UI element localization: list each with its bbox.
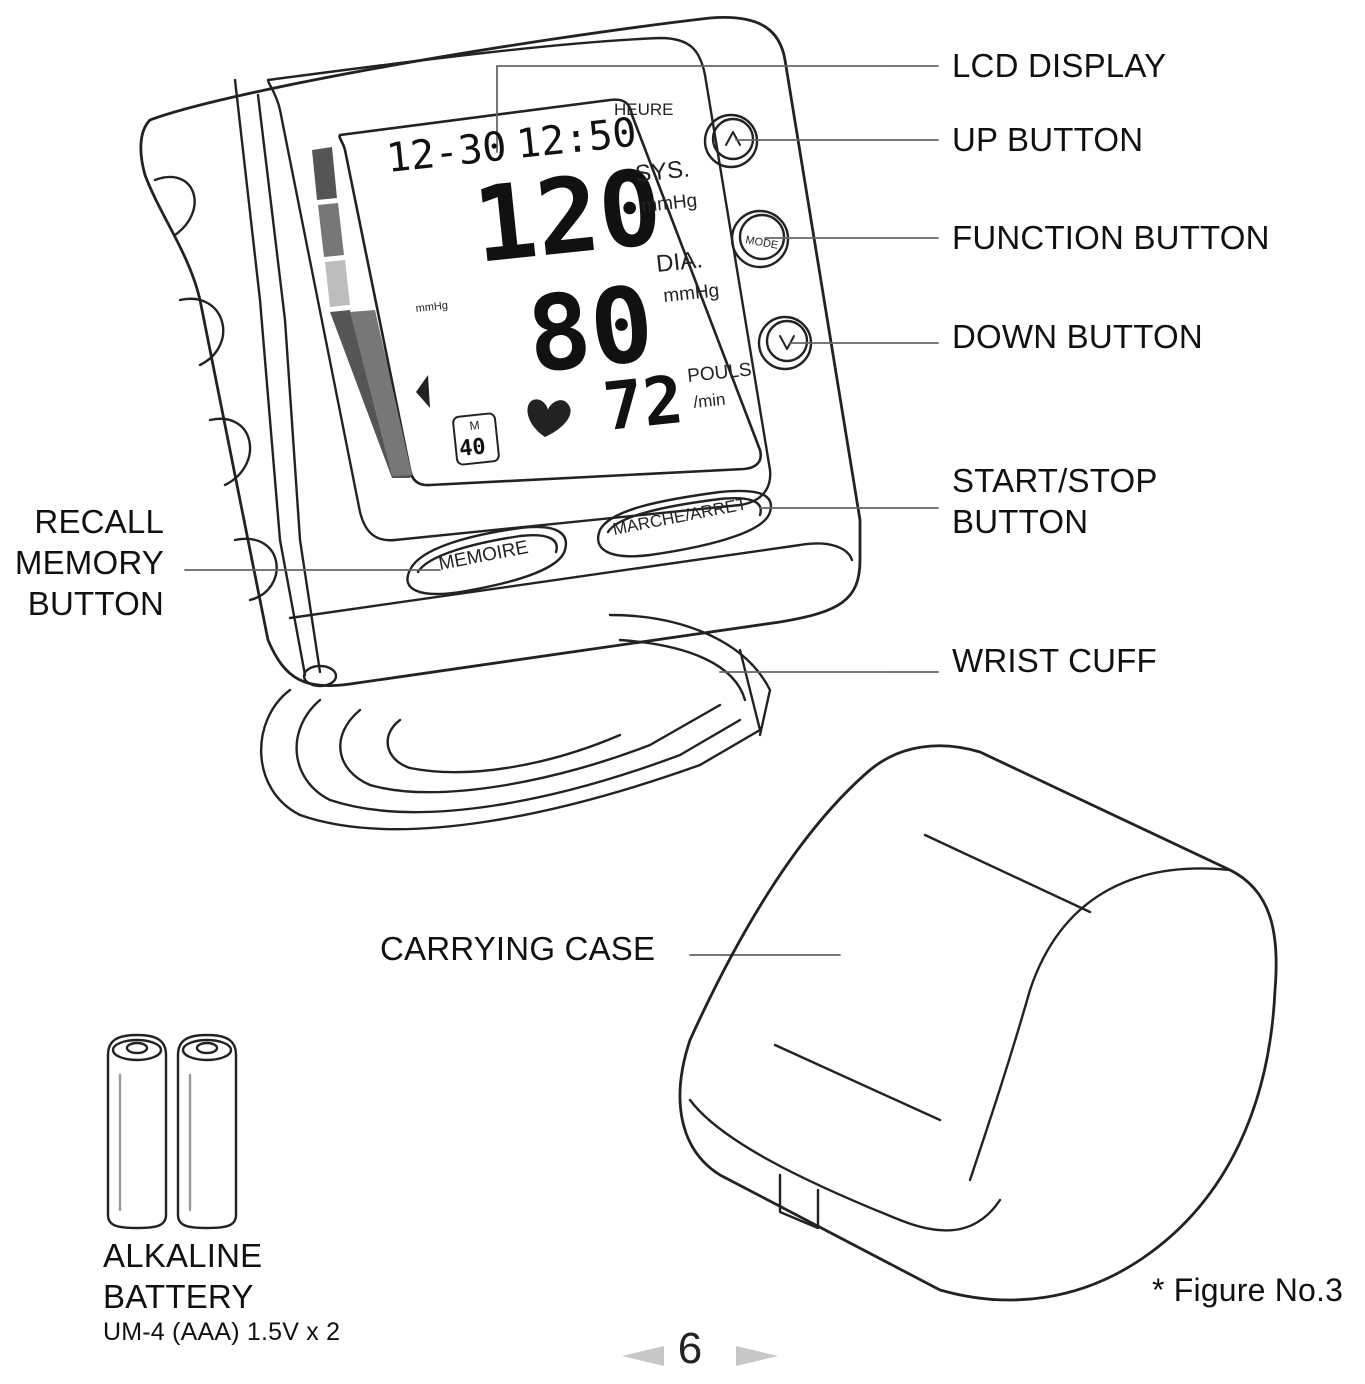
mode-button (730, 209, 790, 269)
label-recall-memory-button: RECALL MEMORY BUTTON (6, 501, 164, 624)
lcd-dia-unit: mmHg (662, 280, 720, 307)
battery-right (176, 1033, 238, 1230)
bp-bar-graph (312, 147, 412, 478)
label-recall-line3: BUTTON (27, 585, 164, 622)
label-recall-line1: RECALL (34, 503, 164, 540)
memory-icon (452, 412, 500, 466)
lcd-dia-label: DIA. (655, 246, 704, 278)
label-wrist-cuff: WRIST CUFF (952, 642, 1157, 679)
mode-button-label: MODE (744, 234, 779, 252)
callout-lines (184, 65, 939, 956)
label-start-stop-line1: START/STOP (952, 462, 1158, 499)
down-button (757, 315, 813, 371)
next-page-arrow-icon[interactable] (736, 1346, 778, 1366)
battery-left (106, 1033, 168, 1230)
lcd-dia-value: 80 (522, 262, 659, 396)
heart-icon (527, 399, 571, 437)
previous-page-arrow-icon[interactable] (622, 1346, 664, 1366)
label-battery: ALKALINE BATTERY UM-4 (AAA) 1.5V x 2 (103, 1235, 340, 1347)
lcd-pulse-unit: /min (692, 390, 726, 412)
start-stop-button (597, 489, 773, 558)
label-lcd-display: LCD DISPLAY (952, 47, 1167, 84)
lcd-frame (338, 98, 762, 487)
figure-label: * Figure No.3 (1152, 1272, 1344, 1308)
pointer-icon (416, 375, 430, 408)
lcd-sys-label: SYS. (634, 155, 691, 188)
label-battery-spec: UM-4 (AAA) 1.5V x 2 (103, 1318, 341, 1346)
start-stop-button-label: MARCHE/ARRET (611, 494, 748, 539)
lcd-memory-letter: M (469, 418, 480, 433)
lcd-sys-unit: mmHg (640, 190, 698, 217)
label-start-stop-line2: BUTTON (952, 503, 1089, 540)
memoire-button (406, 525, 568, 596)
label-down-button: DOWN BUTTON (952, 318, 1203, 355)
label-recall-line2: MEMORY (14, 544, 164, 581)
label-start-stop-button: START/STOP BUTTON (952, 460, 1158, 542)
lcd-sys-value: 120 (468, 146, 668, 287)
lcd-heure-label: HEURE (614, 100, 674, 119)
up-button (703, 113, 759, 169)
label-carrying-case: CARRYING CASE (380, 930, 656, 967)
label-battery-line2: BATTERY (103, 1278, 254, 1315)
lcd-scale-unit: mmHg (415, 300, 448, 315)
lcd-pulse-value: 72 (600, 361, 687, 446)
label-function-button: FUNCTION BUTTON (952, 219, 1270, 256)
wrist-cuff (260, 613, 772, 831)
label-battery-line1: ALKALINE (103, 1237, 263, 1274)
lcd-memory-value: 40 (458, 434, 487, 462)
lcd-pulse-label: POULS (686, 359, 752, 387)
page-number: 6 (677, 1324, 703, 1373)
label-up-button: UP BUTTON (952, 121, 1144, 158)
carrying-case (678, 744, 1278, 1302)
monitor-body (139, 16, 862, 688)
